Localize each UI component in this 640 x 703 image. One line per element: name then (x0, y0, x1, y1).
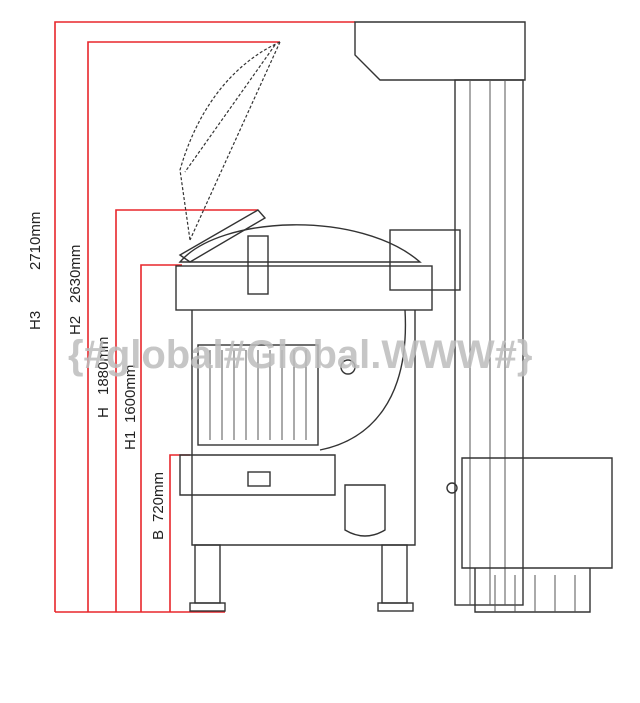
svg-text:H3: H3 (27, 311, 44, 330)
h-value: 1880mm (95, 337, 112, 395)
h-label: H (95, 407, 112, 418)
open-lid-outline (179, 41, 281, 241)
svg-text:H: H (95, 407, 112, 418)
side-motor (389, 229, 461, 291)
h2-dimension-line (87, 41, 280, 612)
discharge-tray (179, 454, 336, 496)
lid-latch (247, 235, 269, 295)
svg-text:2710mm: 2710mm (27, 212, 44, 270)
watermark: {#global#Global.WWW#} (68, 333, 532, 377)
grate (197, 344, 319, 446)
h3-dimension-line (54, 21, 355, 612)
h1-value: 1600mm (122, 365, 139, 423)
tray-handle (247, 471, 271, 487)
bowl-rim (175, 265, 433, 311)
machine-drawing (175, 21, 613, 613)
leg-left (194, 544, 221, 604)
trolley-bin (446, 457, 613, 613)
b-value: 720mm (150, 472, 167, 522)
bowl-curve (319, 309, 407, 451)
indicator-light (340, 359, 356, 375)
lid-handle (178, 209, 267, 263)
b-label: B (150, 530, 167, 540)
leg-right (381, 544, 408, 604)
svg-text:B: B (150, 530, 167, 540)
dimension-lines (54, 21, 355, 613)
svg-text:H2: H2 (67, 316, 84, 335)
foot-right (377, 602, 414, 612)
h3-value: 2710mm (27, 212, 44, 270)
svg-text:720mm: 720mm (150, 472, 167, 522)
h3-label: H3 (27, 311, 44, 330)
svg-text:H1: H1 (122, 431, 139, 450)
foot-left (189, 602, 226, 612)
svg-text:1600mm: 1600mm (122, 365, 139, 423)
h-dimension-line (115, 209, 258, 612)
svg-text:1880mm: 1880mm (95, 337, 112, 395)
lid-dome (178, 224, 422, 263)
top-arm (354, 21, 526, 81)
h2-label: H2 (67, 316, 84, 335)
machine-body (191, 310, 416, 546)
lift-column (454, 79, 524, 606)
control-box (344, 484, 386, 537)
h1-dimension-line (140, 264, 182, 612)
svg-text:2630mm: 2630mm (67, 245, 84, 303)
h2-value: 2630mm (67, 245, 84, 303)
h1-label: H1 (122, 431, 139, 450)
